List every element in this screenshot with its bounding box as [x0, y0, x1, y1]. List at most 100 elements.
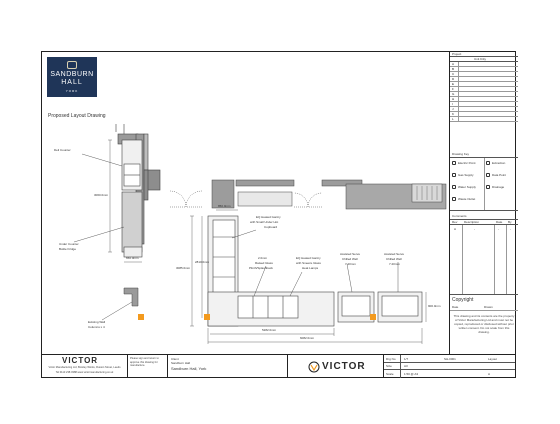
revision-letter: K: [452, 112, 455, 116]
key-item-label: Water Supply: [458, 185, 476, 189]
revision-row: G: [450, 92, 518, 97]
dim-900: 900.0mm: [428, 304, 441, 308]
label-chilled-1-2: Chilled Well: [342, 257, 358, 261]
victor-contact: Tel 0113 238 0388 www.victormanufacturin…: [55, 371, 114, 374]
revision-row: F: [450, 87, 518, 92]
label-flat-1: 2.0mm: [258, 256, 268, 260]
back-wall: [211, 179, 447, 210]
deli-counter: [115, 124, 161, 258]
key-symbol-icon: [452, 161, 456, 165]
logo-line-1: SANDBURN: [50, 71, 94, 78]
comments-header: Rev Description Date By: [450, 219, 518, 225]
label-bottle-fridge: Bottle Fridge: [59, 247, 77, 251]
dim-3085: 3085.0mm: [176, 266, 191, 270]
revision-letter: G: [452, 92, 455, 96]
revision-letter: F: [452, 87, 454, 91]
label-heated-large-1: EQ Heated Gantry: [296, 256, 321, 260]
comments-title: Comments: [452, 214, 467, 218]
key-item-label: Extraction: [492, 161, 506, 165]
label-chilled-2-3: 7.20mm: [389, 262, 400, 266]
dim-2810: 2810.0mm: [195, 260, 210, 264]
label-heated-large-3: Heat Lamps: [302, 266, 319, 270]
revision-row: B: [450, 67, 518, 72]
key-symbol-icon: [486, 185, 490, 189]
label-deli-counter: Deli Counter: [54, 148, 71, 152]
revision-row: E: [450, 82, 518, 87]
label-chilled-1-3: 7.20mm: [345, 262, 356, 266]
logo-line-3: YORK: [65, 89, 79, 93]
victor-emblem-icon: [308, 361, 320, 373]
sandburn-hall-logo: SANDBURN HALL YORK: [47, 57, 97, 97]
drawing-title: Proposed Layout Drawing: [48, 113, 106, 119]
label-heated-small-2: with Small Under Hot: [250, 220, 279, 224]
revision-row: L: [450, 117, 518, 122]
dim-650: 650.0mm: [126, 256, 139, 260]
key-symbol-icon: [486, 173, 490, 177]
revision-letter: A: [452, 62, 455, 66]
dim-6082: 6082.0mm: [300, 336, 315, 340]
dimension-lines: [108, 139, 427, 344]
label-chilled-2-2: Chilled Well: [386, 257, 402, 261]
label-chilled-1-1: Assisted Serve: [340, 252, 361, 256]
dim-3060: 3060.0mm: [94, 193, 109, 197]
key-item-label: Drainage: [492, 185, 505, 189]
dim-5282: 5282.0mm: [262, 328, 277, 332]
revision-letter: C: [452, 72, 455, 76]
revision-row: K: [450, 112, 518, 117]
project-row: Unit Kitty: [450, 57, 518, 62]
revision-row: I: [450, 102, 518, 107]
revision-row: C: [450, 72, 518, 77]
drawing-sheet: SANDBURN HALL YORK Proposed Layout Drawi…: [41, 51, 518, 378]
label-heated-small-3: Cupboard: [264, 225, 278, 229]
key-item-label: Electric Point: [458, 161, 476, 165]
label-flat-2: Raised Glass: [255, 261, 273, 265]
door-swings: [169, 190, 323, 208]
key-item-label: Gas Supply: [458, 173, 474, 177]
revision-letter: I: [452, 102, 453, 106]
revision-row: H: [450, 97, 518, 102]
revision-letter: L: [452, 117, 454, 121]
revision-letter: D: [452, 77, 455, 81]
date-row: Date Drawn: [450, 304, 518, 311]
column-1: [204, 314, 210, 320]
label-chilled-2-1: Assisted Serve: [384, 252, 405, 256]
leader-lines: [73, 153, 399, 321]
revision-letter: E: [452, 82, 455, 86]
label-heated-large-2: with Sneeze Glass: [296, 261, 321, 265]
key-item-label: Data Point: [492, 173, 507, 177]
copyright-text: This drawing and its contents are the pr…: [453, 314, 515, 334]
drawing-info: Drg No 1/7 SH-0001 Layout Size A3 Scale …: [384, 355, 515, 378]
column-2: [370, 314, 376, 320]
label-heated-small-1: EQ Heated Gantry: [256, 215, 281, 219]
l-shaped-counter: [207, 215, 423, 327]
logo-line-2: HALL: [61, 79, 83, 86]
victor-block: VICTOR Victor Manufacturing Ltd, Brosley…: [42, 355, 128, 378]
column-3: [138, 314, 144, 320]
revision-letter: J: [452, 107, 454, 111]
label-existing-wall: Existing Wall: [88, 320, 106, 324]
floor-plan: [73, 124, 447, 344]
victor-address: Victor Manufacturing Ltd, Brosley Works,…: [48, 366, 121, 369]
revision-row: J: [450, 107, 518, 112]
key-symbol-icon: [452, 173, 456, 177]
approval-text: Please sign and return to approve this d…: [130, 357, 159, 367]
key-symbol-icon: [452, 197, 456, 201]
comments-body: A - - -: [450, 225, 518, 295]
victor-logo-block: VICTOR: [288, 355, 384, 378]
client-block: Client Sandburn Hall Sandburn Hall, York: [168, 355, 288, 378]
revision-row: A: [450, 62, 518, 67]
revision-letter: B: [452, 67, 455, 71]
crest-icon: [67, 61, 77, 69]
label-under-counter: Under Counter: [59, 242, 79, 246]
key-symbol-icon: [452, 185, 456, 189]
copyright-title: Copyright: [452, 297, 474, 303]
victor-logo-text: VICTOR: [322, 361, 366, 372]
revision-row: D: [450, 77, 518, 82]
drawing-key-title: Drawing Key: [452, 152, 470, 156]
victor-wordmark: VICTOR: [62, 356, 99, 365]
label-flat-3: Plinth/Splashback: [249, 266, 273, 270]
existing-wall-block: [123, 287, 139, 307]
revision-letter: H: [452, 97, 455, 101]
